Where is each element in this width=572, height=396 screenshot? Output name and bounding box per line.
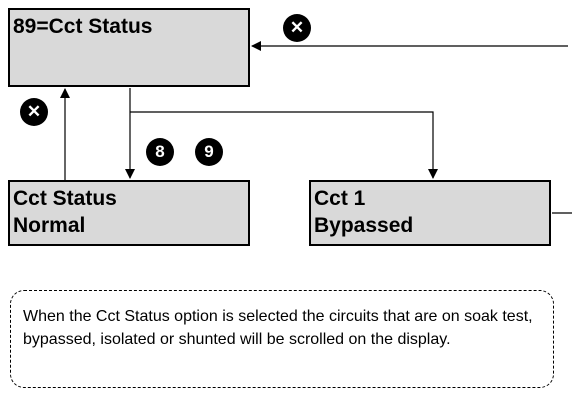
screen-status-line-2: Normal bbox=[13, 214, 86, 237]
screen-cct1-line-1: Cct 1 bbox=[314, 187, 366, 210]
display-screen-cct-status: Cct Status Normal bbox=[8, 180, 250, 246]
key-8: 8 bbox=[146, 138, 174, 166]
note-box: When the Cct Status option is selected t… bbox=[10, 290, 554, 388]
key-9: 9 bbox=[195, 138, 223, 166]
cancel-icon: ✕ bbox=[289, 18, 305, 37]
branch-line-to-cct1 bbox=[130, 111, 438, 179]
display-screen-main: 89=Cct Status bbox=[8, 8, 250, 87]
screen-cct1-line-2: Bypassed bbox=[314, 214, 414, 237]
screen-main-line-1: 89=Cct Status bbox=[13, 15, 153, 38]
key-9-label: 9 bbox=[204, 142, 214, 161]
cancel-icon: ✕ bbox=[26, 102, 42, 121]
display-screen-cct1: Cct 1 Bypassed bbox=[309, 180, 551, 246]
note-text: When the Cct Status option is selected t… bbox=[23, 308, 533, 348]
cancel-key-top: ✕ bbox=[283, 14, 311, 42]
screen-status-line-1: Cct Status bbox=[13, 187, 117, 210]
cancel-key-left: ✕ bbox=[20, 98, 48, 126]
key-8-label: 8 bbox=[155, 142, 165, 161]
